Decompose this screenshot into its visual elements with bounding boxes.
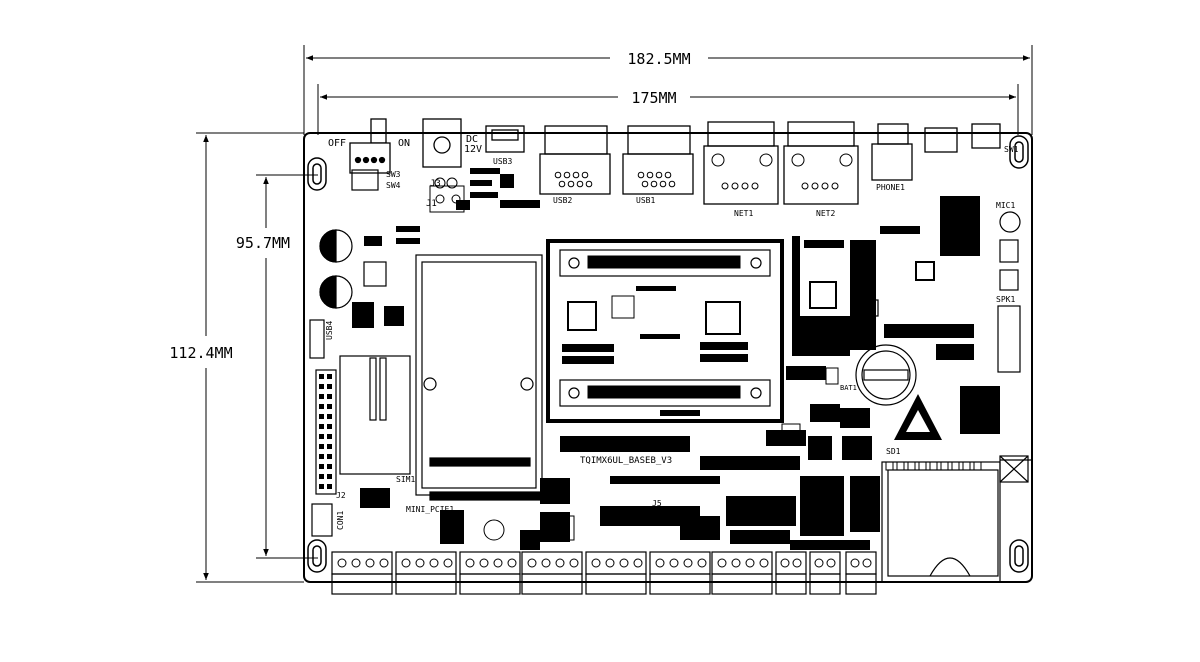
label-on: ON <box>398 138 410 149</box>
sd-card-pins <box>885 461 982 471</box>
som-module <box>546 239 784 423</box>
label-usb1: USB1 <box>636 196 655 205</box>
left-header-pins <box>319 374 332 489</box>
hole-height-label: 95.7MM <box>236 234 290 252</box>
label-j3: J3 <box>430 179 441 189</box>
som-passives <box>562 286 748 416</box>
label-usb3: USB3 <box>493 157 512 166</box>
label-sw1: SW1 <box>1004 145 1019 154</box>
label-sw4: SW4 <box>386 181 401 190</box>
label-usb2: USB2 <box>553 196 572 205</box>
label-spk: SPK1 <box>996 295 1015 304</box>
label-dc: DC <box>466 134 478 145</box>
overall-height-label: 112.4MM <box>169 344 232 362</box>
label-mini-pcie: MINI_PCIE1 <box>406 505 454 514</box>
dimension-lines <box>196 45 1033 583</box>
mini-pcie-slot <box>415 254 543 501</box>
terminal-screws <box>337 558 872 568</box>
label-sim: SIM1 <box>396 475 415 484</box>
mounting-holes <box>307 135 1029 573</box>
label-j1: J1 <box>426 199 437 209</box>
label-mic: MIC1 <box>996 201 1015 210</box>
esd-warning-icon <box>894 394 942 440</box>
label-j5: J5 <box>652 499 662 508</box>
left-components <box>309 169 411 537</box>
terminal-blocks <box>331 551 877 595</box>
smd-clusters <box>352 168 1000 550</box>
overall-width-label: 182.5MM <box>627 50 690 68</box>
label-bat: BAT1 <box>840 384 857 392</box>
connector-width-label: 175MM <box>631 89 676 107</box>
label-12v: 12V <box>464 144 482 155</box>
label-net2: NET2 <box>816 209 835 218</box>
usb-pin-dots <box>554 153 853 190</box>
label-con1: CON1 <box>336 511 345 530</box>
right-components <box>809 211 1032 583</box>
board-outline <box>303 132 1033 583</box>
label-j2: J2 <box>336 491 346 500</box>
top-connectors <box>349 118 1001 205</box>
silkscreen-labels: OFF ON DC 12V USB3 USB2 USB1 NET1 NET2 P… <box>325 134 1019 530</box>
label-phone: PHONE1 <box>876 183 905 192</box>
smd-outline-parts <box>429 177 839 541</box>
label-sd1: SD1 <box>886 447 901 456</box>
label-off: OFF <box>328 138 346 149</box>
label-sw3: SW3 <box>386 170 401 179</box>
label-usb4: USB4 <box>325 321 334 340</box>
label-net1: NET1 <box>734 209 753 218</box>
label-board-name: TQIMX6UL_BASEB_V3 <box>580 456 672 466</box>
